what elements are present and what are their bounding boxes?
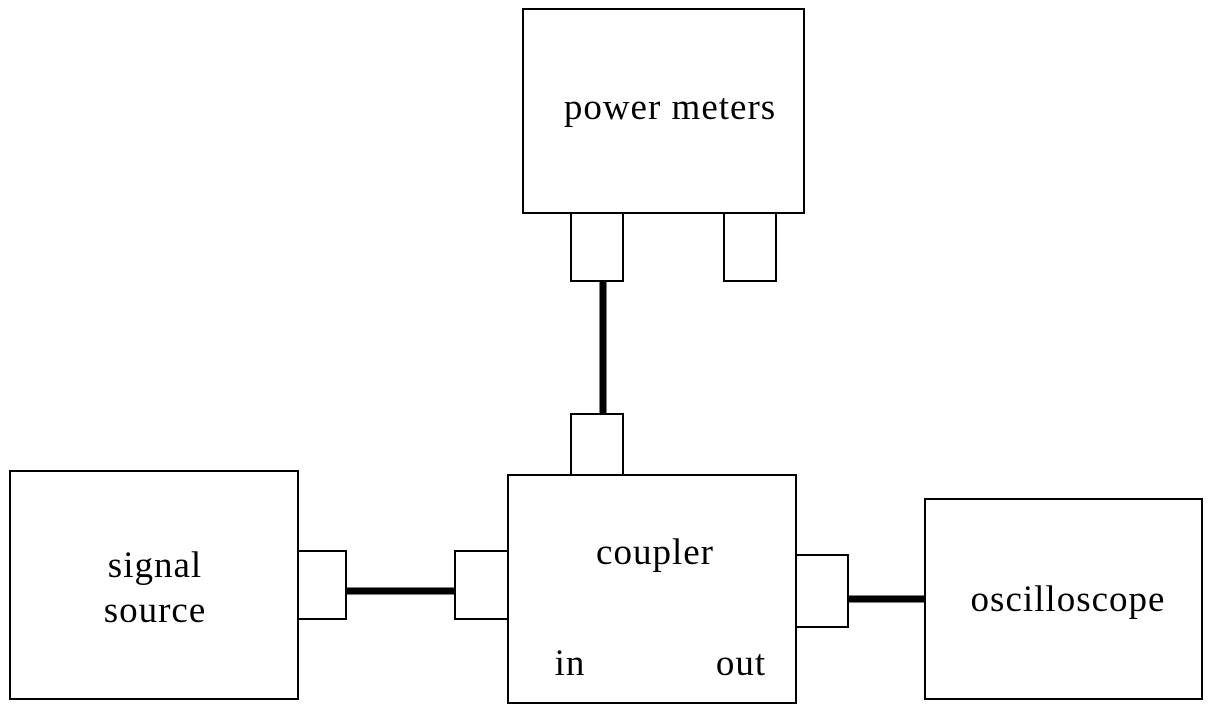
oscilloscope-block: oscilloscope xyxy=(924,498,1203,700)
coupler-out-label: out xyxy=(716,643,766,684)
signal-source-block: signal source xyxy=(9,470,347,700)
power-meters-label: power meters xyxy=(564,87,776,128)
coupler-label: coupler xyxy=(596,532,714,573)
coupler-out-port xyxy=(795,554,849,628)
coupler-block: coupler in out xyxy=(454,413,849,704)
coupler-top-port xyxy=(570,413,624,476)
power-meters-port-2 xyxy=(723,212,777,282)
power-meters-block: power meters xyxy=(522,8,805,282)
signal-source-label-line1: signal xyxy=(108,545,202,586)
power-meters-port-1 xyxy=(570,212,624,282)
signal-source-box xyxy=(9,470,299,700)
coupler-in-port xyxy=(454,550,509,620)
coupler-in-label: in xyxy=(555,643,586,684)
oscilloscope-box xyxy=(924,498,1203,700)
oscilloscope-label: oscilloscope xyxy=(971,579,1166,620)
power-meters-box xyxy=(522,8,805,214)
signal-source-label-line2: source xyxy=(104,590,207,631)
signal-source-port xyxy=(297,550,347,620)
